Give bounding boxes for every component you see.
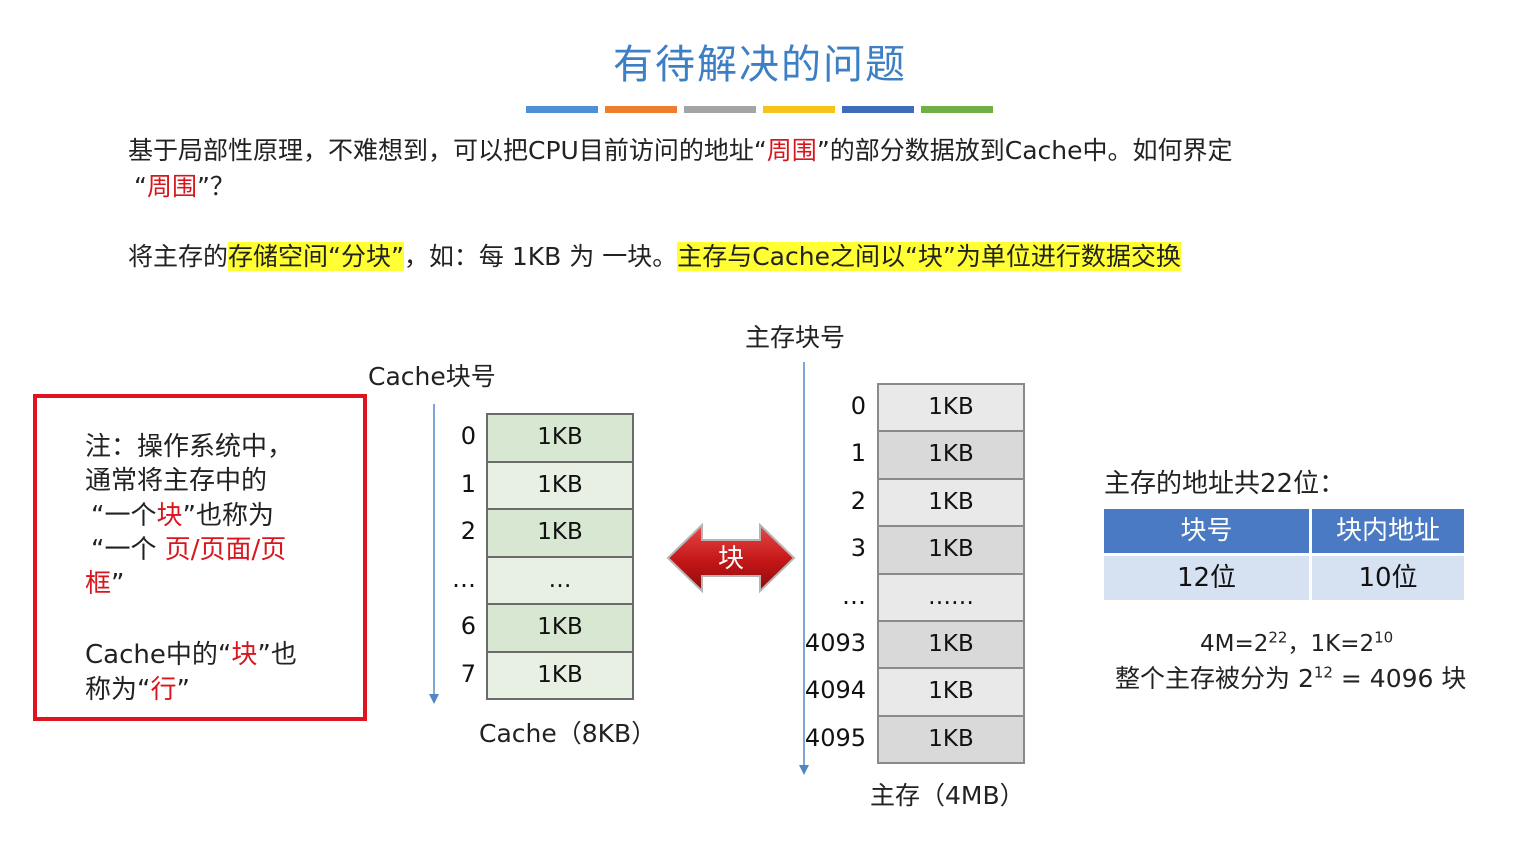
para2-highlight-2: 主存与Cache之间以“块”为单位进行数据交换: [677, 242, 1181, 271]
para2-text-2: ，如：每 1KB 为 一块。: [403, 242, 678, 271]
note-line-5: 框”: [85, 563, 125, 600]
para1-red-2: 周围: [146, 172, 197, 201]
paragraph-blocking: 将主存的存储空间“分块”，如：每 1KB 为 一块。主存与Cache之间以“块”…: [128, 239, 1181, 275]
para1-red-1: 周围: [766, 136, 817, 165]
cache-axis-arrow-icon: [429, 694, 439, 704]
cache-index-label: 2: [460, 517, 476, 545]
cache-block-cell: …: [486, 555, 634, 605]
formula-4m: 4M=2: [1200, 631, 1269, 657]
memory-block-cell: 1KB: [877, 525, 1025, 575]
memory-index-label: 4094: [804, 676, 866, 705]
note-line-6-a: Cache中的“: [85, 640, 232, 670]
note-line-3-red: 块: [156, 501, 183, 531]
memory-block-number-heading: 主存块号: [745, 323, 846, 352]
memory-index-label: 4095: [804, 723, 866, 752]
note-line-3-b: ”也称为: [182, 501, 274, 531]
cache-block-cell: 1KB: [486, 603, 634, 653]
formula-size-powers: 4M=222，1K=210: [1200, 624, 1393, 658]
cache-index-label: 1: [460, 469, 476, 498]
memory-index-label: 2: [850, 486, 866, 515]
memory-block-cell: 1KB: [877, 383, 1025, 433]
memory-caption: 主存（4MB）: [870, 781, 1025, 810]
note-line-3: “一个块”也称为: [91, 495, 274, 532]
cache-block-cell: 1KB: [486, 460, 634, 510]
para1-text-3: “: [134, 172, 147, 201]
memory-index-label: 4093: [804, 629, 866, 657]
memory-block-cell: 1KB: [877, 667, 1025, 717]
note-line-5-b: ”: [111, 569, 125, 599]
note-line-3-a: “一个: [91, 501, 157, 531]
title-bar-segment: [921, 106, 993, 113]
formula-block-count-b: = 4096 块: [1332, 664, 1467, 693]
memory-index-label: …: [842, 581, 866, 610]
memory-block-cell: ……: [877, 572, 1025, 622]
formula-1k: ，1K=2: [1287, 631, 1375, 657]
note-line-7-red: 行: [150, 675, 177, 705]
note-line-1: 注：操作系统中，: [85, 432, 294, 462]
memory-block-cell: 1KB: [877, 477, 1025, 528]
formula-block-count-exp: 12: [1313, 663, 1333, 682]
formula-block-count: 整个主存被分为 212 = 4096 块: [1115, 659, 1466, 695]
para1-text-2: ”的部分数据放到Cache中。如何界定: [816, 136, 1233, 165]
paragraph-locality: 基于局部性原理，不难想到，可以把CPU目前访问的地址“周围”的部分数据放到Cac…: [128, 133, 1233, 169]
cache-block-cell: 1KB: [486, 413, 634, 463]
para2-text-1: 将主存的: [128, 242, 229, 271]
note-line-5-red: 框: [85, 569, 112, 599]
os-note-box: 注：操作系统中， 通常将主存中的 “一个块”也称为 “一个 页/页面/页 框” …: [33, 394, 367, 721]
note-line-4-a: “一个: [91, 535, 165, 565]
paragraph-locality-line2: “周围”？: [134, 169, 235, 205]
formula-4m-exp: 22: [1268, 628, 1288, 647]
note-line-6-b: ”也: [257, 640, 297, 670]
note-line-6-red: 块: [231, 640, 258, 670]
para1-text-1: 基于局部性原理，不难想到，可以把CPU目前访问的地址“: [128, 136, 767, 165]
title-bar-segment: [763, 106, 835, 113]
cache-block-cell: 1KB: [486, 650, 634, 700]
para2-highlight-1: 存储空间“分块”: [228, 242, 404, 271]
cache-caption: Cache（8KB）: [479, 719, 657, 748]
exchange-arrow-label: 块: [717, 544, 744, 574]
memory-axis-arrow-icon: [799, 765, 809, 775]
cache-index-label: 6: [460, 612, 476, 640]
note-line-2: 通常将主存中的: [85, 466, 268, 496]
formula-1k-exp: 10: [1374, 628, 1394, 647]
memory-index-label: 1: [850, 439, 866, 468]
address-header-offset: 块内地址: [1312, 509, 1464, 553]
cache-index-label: …: [452, 564, 476, 593]
block-exchange-arrow-icon: [666, 522, 796, 594]
note-line-4-red: 页/页面/页: [164, 535, 287, 565]
formula-block-count-a: 整个主存被分为 2: [1115, 664, 1314, 693]
slide-title: 有待解决的问题: [613, 42, 907, 88]
para1-text-4: ”？: [196, 172, 235, 201]
cache-block-number-heading: Cache块号: [368, 362, 496, 391]
note-line-7-b: ”: [176, 675, 190, 705]
address-bits-heading: 主存的地址共22位：: [1104, 469, 1346, 499]
cache-index-label: 7: [460, 659, 476, 688]
note-line-4: “一个 页/页面/页: [91, 529, 286, 566]
memory-block-cell: 1KB: [877, 714, 1025, 765]
title-bar-segment: [526, 106, 598, 113]
title-bar-segment: [605, 106, 677, 113]
note-line-6: Cache中的“块”也: [85, 634, 297, 671]
memory-index-label: 3: [850, 534, 866, 563]
memory-block-cell: 1KB: [877, 430, 1025, 480]
cache-block-cell: 1KB: [486, 508, 634, 558]
memory-block-cell: 1KB: [877, 620, 1025, 670]
cache-index-axis: [433, 404, 435, 696]
address-value-offset: 10位: [1312, 556, 1464, 600]
cache-index-label: 0: [460, 422, 476, 450]
address-value-block-number: 12位: [1104, 556, 1309, 600]
title-bar-segment: [684, 106, 756, 113]
memory-index-label: 0: [850, 392, 866, 420]
memory-index-axis: [803, 362, 805, 766]
title-bar-segment: [842, 106, 914, 113]
note-line-7-a: 称为“: [85, 675, 151, 705]
note-line-7: 称为“行”: [85, 669, 190, 706]
address-header-block-number: 块号: [1104, 509, 1309, 553]
